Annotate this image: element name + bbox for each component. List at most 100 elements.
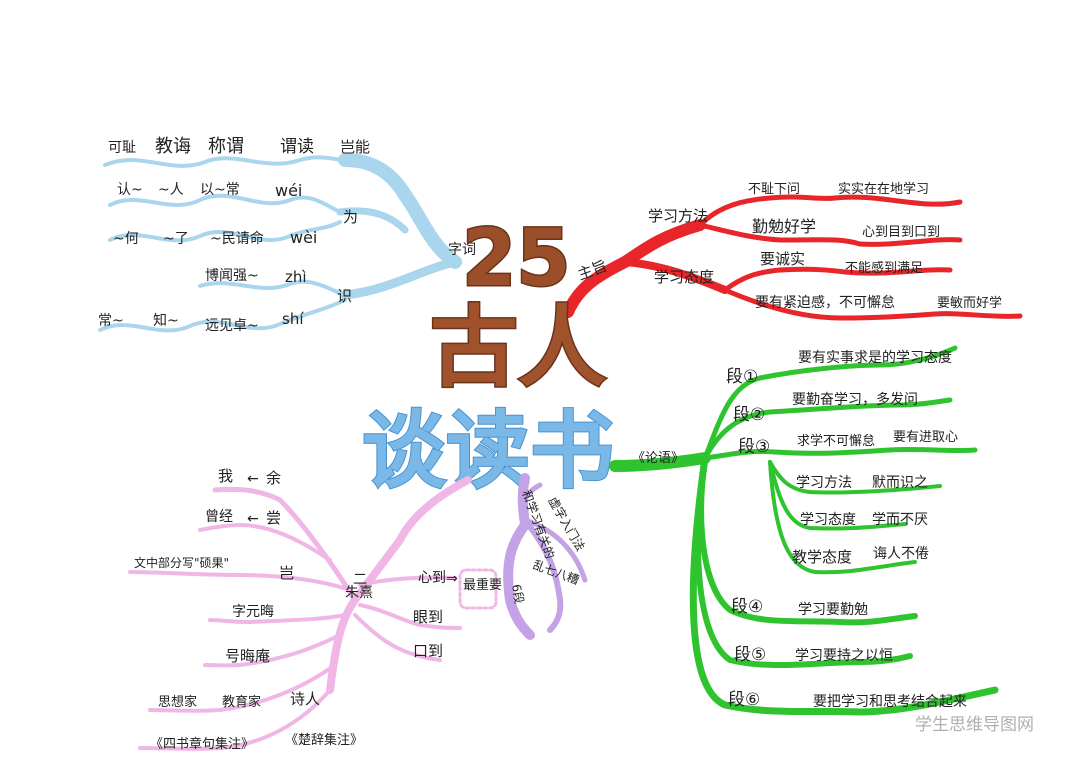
green-d4-label: 段④ bbox=[731, 597, 763, 617]
purple-trunk bbox=[503, 473, 535, 640]
pink-hao: 号晦庵 bbox=[225, 647, 270, 665]
pink-labels: 二 朱熹 我 ← 余 曾经 ← 尝 文中部分写"硕果" 岂 心到 ⇒ 最重要 眼… bbox=[134, 467, 502, 752]
green-line-d3-sub2 bbox=[768, 460, 907, 531]
pink-role-1: 思想家 bbox=[158, 694, 197, 710]
green-d3-label: 段③ bbox=[738, 437, 770, 457]
green-d4-text: 学习要勤勉 bbox=[798, 602, 868, 618]
green-d1-label: 段① bbox=[726, 367, 758, 387]
green-d3-sub1-key: 学习方法 bbox=[796, 475, 852, 491]
shi-pinyin-1: zhì bbox=[285, 268, 307, 286]
green-d3-sub2-key: 学习态度 bbox=[800, 512, 856, 528]
green-line-d3 bbox=[702, 446, 978, 461]
green-d5-label: 段⑤ bbox=[734, 645, 766, 665]
red-item-7: 要有紧迫感，不可懈怠 bbox=[755, 294, 895, 311]
green-line-d5 bbox=[695, 455, 913, 669]
red-sub2-label: 学习态度 bbox=[654, 268, 714, 286]
green-d5-text: 学习要持之以恒 bbox=[795, 648, 893, 664]
blue-line-shi1 bbox=[198, 279, 347, 297]
green-line-d3-sub3 bbox=[768, 460, 917, 575]
green-d3-sub3-key: 教学态度 bbox=[792, 548, 852, 566]
red-line-2 bbox=[697, 222, 963, 247]
blue-root-label: 字词 bbox=[448, 242, 476, 258]
blue-wei-stem bbox=[336, 207, 409, 234]
red-labels: 主旨 学习方法 不耻下问 实实在在地学习 勤勉好学 心到目到口到 学习态度 要诚… bbox=[575, 181, 1002, 311]
watermark: 学生思维导图网 bbox=[915, 715, 1034, 735]
pink-xindao: 心到 bbox=[418, 570, 446, 586]
pink-yandao: 眼到 bbox=[413, 608, 443, 626]
green-d3-sub3-val: 诲人不倦 bbox=[873, 546, 929, 562]
purple-item-4: 6段 bbox=[509, 583, 527, 605]
green-root-label: 《论语》 bbox=[632, 451, 684, 466]
pink-box-zuiyao bbox=[458, 568, 498, 610]
red-item-2: 实实在在地学习 bbox=[838, 181, 929, 197]
pink-koudao: 口到 bbox=[413, 642, 443, 660]
pink-wo: 我 bbox=[218, 467, 233, 485]
blue-word-2: 教诲 bbox=[155, 136, 191, 157]
shi-label: 识 bbox=[337, 287, 352, 305]
red-line-1 bbox=[697, 194, 838, 228]
green-branch bbox=[609, 345, 999, 716]
pink-line-hao bbox=[203, 633, 342, 668]
pink-book-2: 《楚辞集注》 bbox=[285, 732, 363, 748]
purple-branch bbox=[503, 473, 588, 640]
green-trunk bbox=[609, 452, 711, 472]
green-line-d1 bbox=[702, 345, 958, 461]
wei-ex-2: ~人 bbox=[158, 182, 184, 198]
wei-ex-4: ~何 bbox=[113, 231, 139, 247]
purple-line-1 bbox=[522, 482, 543, 503]
blue-line-row1 bbox=[103, 155, 347, 168]
green-d2-text: 要勤奋学习，多发问 bbox=[792, 391, 918, 408]
shi-ex-2: 常~ bbox=[98, 313, 124, 329]
pink-line-wo bbox=[212, 486, 358, 603]
pink-role-2: 教育家 bbox=[222, 694, 261, 710]
purple-line-3 bbox=[522, 517, 588, 583]
green-d3-sub2-val: 学而不厌 bbox=[872, 512, 928, 528]
purple-line-2 bbox=[522, 517, 564, 633]
wei-pinyin-2: wèi bbox=[290, 228, 317, 247]
wei-ex-5: ~了 bbox=[163, 231, 189, 247]
pink-branch bbox=[128, 476, 498, 751]
blue-branch bbox=[98, 153, 462, 333]
shi-ex-4: 远见卓~ bbox=[205, 318, 259, 334]
shi-ex-1: 博闻强~ bbox=[205, 267, 259, 284]
green-d2-label: 段② bbox=[733, 405, 765, 425]
green-line-d6 bbox=[689, 454, 999, 716]
green-d6-text: 要把学习和思考结合起来 bbox=[813, 694, 967, 710]
blue-word-5: 岂能 bbox=[340, 138, 370, 156]
red-item-1: 不耻下问 bbox=[748, 182, 800, 197]
red-trunk-lower bbox=[621, 258, 729, 294]
green-line-d4 bbox=[698, 455, 918, 626]
title-gu-ren: 古人 bbox=[430, 295, 606, 399]
green-d3-text2: 要有进取心 bbox=[893, 430, 958, 445]
pink-zuiyao: 最重要 bbox=[463, 577, 502, 593]
pink-line-xin bbox=[358, 575, 457, 587]
blue-word-4: 谓读 bbox=[280, 137, 314, 157]
pink-arrow-2: ← bbox=[247, 511, 259, 527]
lesson-number: 25 bbox=[462, 214, 571, 304]
pink-yu: 余 bbox=[266, 469, 281, 487]
pink-book-1: 《四书章句集注》 bbox=[150, 736, 254, 752]
wei-pinyin-1: wéi bbox=[275, 181, 302, 200]
wei-ex-6: ~民请命 bbox=[210, 230, 264, 247]
pink-arrow-3: ⇒ bbox=[446, 571, 458, 587]
shi-ex-3: 知~ bbox=[153, 312, 179, 329]
red-branch bbox=[562, 194, 1023, 321]
pink-zi: 字元晦 bbox=[232, 604, 274, 620]
pink-trunk bbox=[326, 476, 472, 694]
blue-line-shi2 bbox=[98, 298, 347, 333]
pink-line-roles bbox=[148, 663, 337, 713]
pink-qi: 岂 bbox=[279, 564, 294, 582]
pink-line-zi bbox=[208, 613, 347, 625]
pink-line-yan bbox=[358, 603, 462, 630]
green-d1-text: 要有实事求是的学习态度 bbox=[798, 350, 952, 366]
blue-labels: 字词 可耻 教诲 称谓 谓读 岂能 为 认~ ~人 以~常 wéi ~何 ~了 … bbox=[98, 136, 476, 334]
blue-word-3: 称谓 bbox=[208, 136, 244, 157]
shi-pinyin-2: shí bbox=[282, 310, 304, 328]
pink-line-kou bbox=[353, 613, 442, 662]
center-title: 25 古人 谈读书 bbox=[361, 213, 615, 502]
green-line-d3-sub1 bbox=[768, 460, 942, 495]
pink-role-3: 诗人 bbox=[290, 690, 320, 708]
pink-arrow-1: ← bbox=[247, 471, 259, 487]
red-item-8: 要敏而好学 bbox=[937, 295, 1002, 311]
